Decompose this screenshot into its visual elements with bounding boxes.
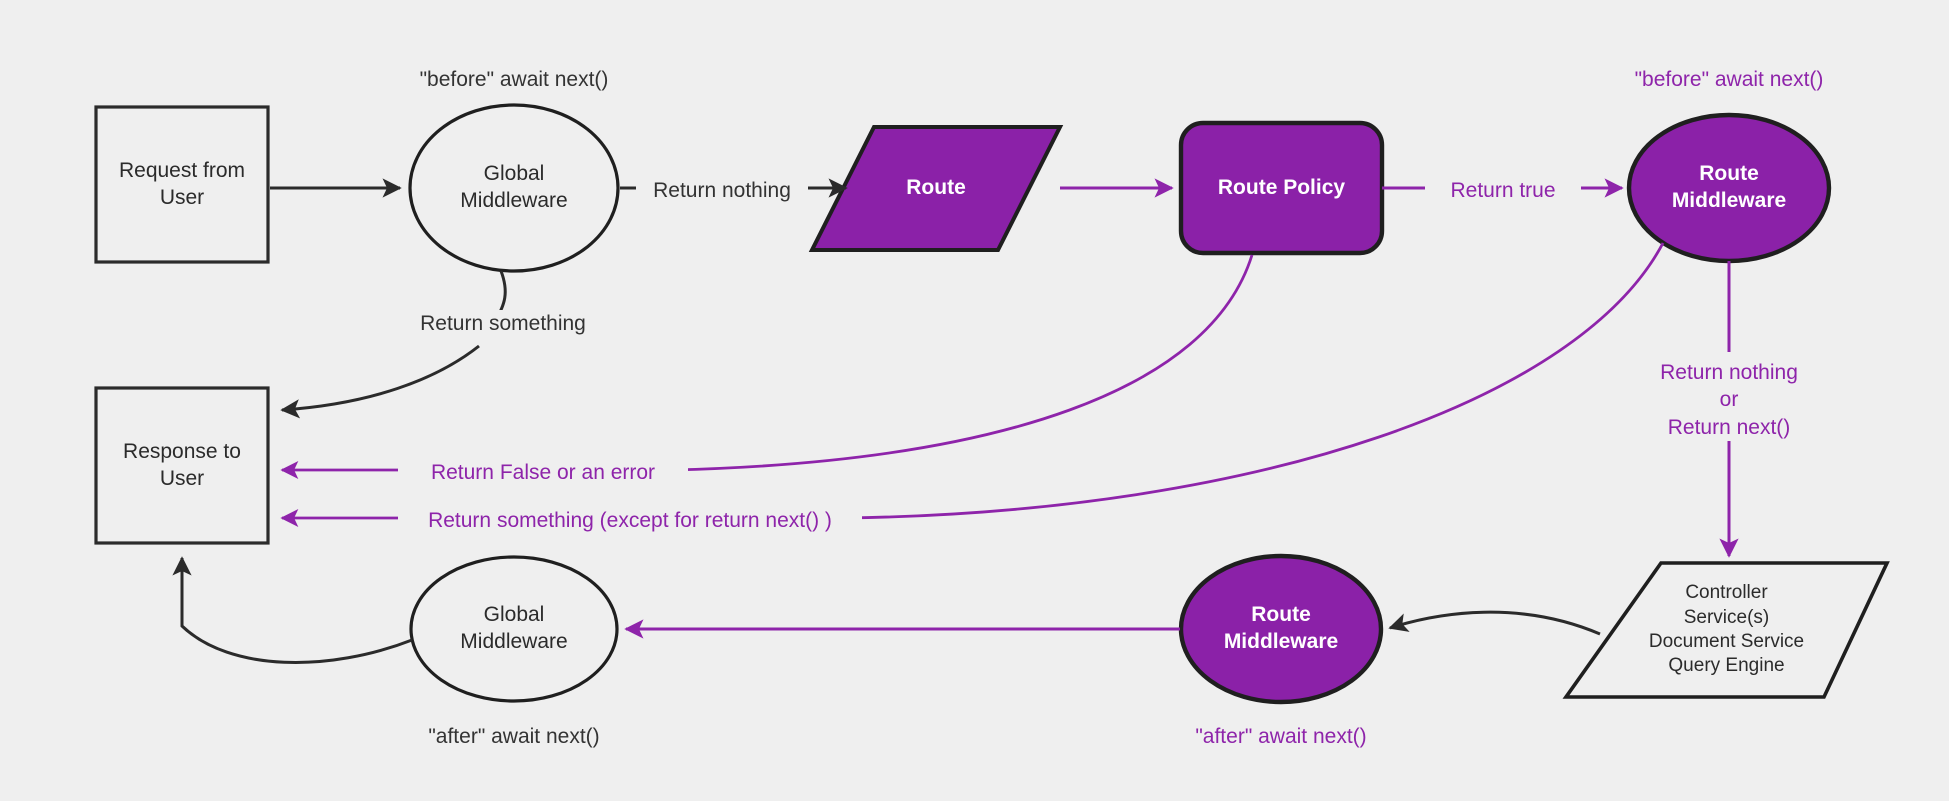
edge-global-middleware-to-response-lower: [280, 344, 480, 419]
edge-route-policy-to-response-curve: [671, 254, 1254, 472]
node-global-middleware-bottom[interactable]: [409, 555, 619, 703]
edge-global-middleware-bottom-to-response: [172, 556, 413, 664]
node-route-policy[interactable]: [1178, 120, 1385, 256]
edge-controller-to-route-middleware-bottom: [1388, 610, 1601, 636]
edge-global-middleware-to-response-upper: [493, 270, 507, 322]
node-global-middleware-top[interactable]: [408, 103, 620, 273]
node-request-from-user[interactable]: [94, 105, 270, 264]
node-route-middleware-top[interactable]: [1626, 112, 1832, 264]
node-response-to-user[interactable]: [94, 386, 270, 545]
node-controller-service[interactable]: [1562, 561, 1890, 699]
node-route[interactable]: [808, 125, 1064, 252]
node-route-middleware-bottom[interactable]: [1178, 553, 1384, 705]
edge-route-middleware-to-response-curve: [845, 242, 1665, 520]
